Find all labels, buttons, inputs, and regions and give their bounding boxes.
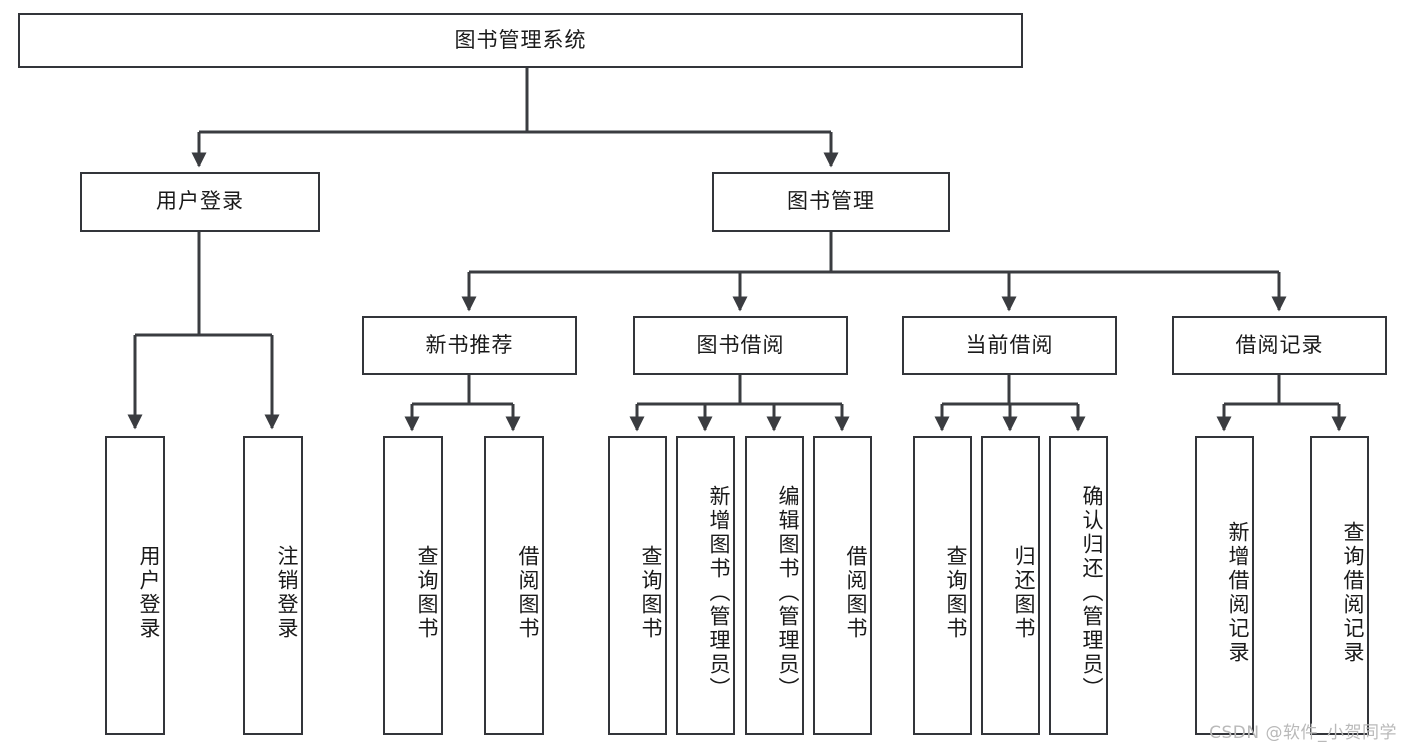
node-book-manage[interactable]: 图书管理 bbox=[712, 172, 950, 232]
node-leaf-add-book[interactable]: 新增图书（管理员） bbox=[676, 436, 735, 735]
node-label: 归还图书 bbox=[1012, 544, 1036, 641]
node-label: 查询图书 bbox=[944, 544, 968, 641]
node-leaf-query-borrow-record[interactable]: 查询借阅记录 bbox=[1310, 436, 1369, 735]
node-leaf-add-borrow-record[interactable]: 新增借阅记录 bbox=[1195, 436, 1254, 735]
node-leaf-borrow-book-recommend[interactable]: 借阅图书 bbox=[484, 436, 544, 735]
node-leaf-return-book[interactable]: 归还图书 bbox=[981, 436, 1040, 735]
node-leaf-query-book-borrow[interactable]: 查询图书 bbox=[608, 436, 667, 735]
node-leaf-borrow-book[interactable]: 借阅图书 bbox=[813, 436, 872, 735]
node-label: 确认归还（管理员） bbox=[1080, 484, 1104, 701]
node-label: 新增借阅记录 bbox=[1226, 520, 1250, 665]
node-book-borrow[interactable]: 图书借阅 bbox=[633, 316, 848, 375]
node-label: 新书推荐 bbox=[425, 332, 514, 357]
node-leaf-edit-book[interactable]: 编辑图书（管理员） bbox=[745, 436, 804, 735]
node-label: 借阅图书 bbox=[844, 544, 868, 641]
node-current-borrow[interactable]: 当前借阅 bbox=[902, 316, 1117, 375]
node-borrow-record[interactable]: 借阅记录 bbox=[1172, 316, 1387, 375]
node-label: 查询借阅记录 bbox=[1341, 520, 1365, 665]
node-label: 图书管理系统 bbox=[454, 27, 587, 52]
node-leaf-query-book-recommend[interactable]: 查询图书 bbox=[383, 436, 443, 735]
node-book-management-system[interactable]: 图书管理系统 bbox=[18, 13, 1023, 68]
node-label: 用户登录 bbox=[156, 189, 244, 214]
node-label: 借阅图书 bbox=[516, 544, 540, 641]
node-new-book-recommend[interactable]: 新书推荐 bbox=[362, 316, 577, 375]
node-user-login[interactable]: 用户登录 bbox=[80, 172, 320, 232]
node-label: 编辑图书（管理员） bbox=[776, 484, 800, 701]
node-label: 新增图书（管理员） bbox=[707, 484, 731, 701]
node-label: 图书借阅 bbox=[696, 332, 785, 357]
node-label: 查询图书 bbox=[639, 544, 663, 641]
node-label: 查询图书 bbox=[415, 544, 439, 641]
node-leaf-logout-login[interactable]: 注销登录 bbox=[243, 436, 303, 735]
node-leaf-user-login[interactable]: 用户登录 bbox=[105, 436, 165, 735]
node-leaf-confirm-return[interactable]: 确认归还（管理员） bbox=[1049, 436, 1108, 735]
node-label: 图书管理 bbox=[787, 189, 875, 214]
node-label: 当前借阅 bbox=[965, 332, 1054, 357]
node-leaf-query-book-current[interactable]: 查询图书 bbox=[913, 436, 972, 735]
node-label: 用户登录 bbox=[137, 544, 161, 641]
node-label: 借阅记录 bbox=[1235, 332, 1324, 357]
node-label: 注销登录 bbox=[275, 544, 299, 641]
